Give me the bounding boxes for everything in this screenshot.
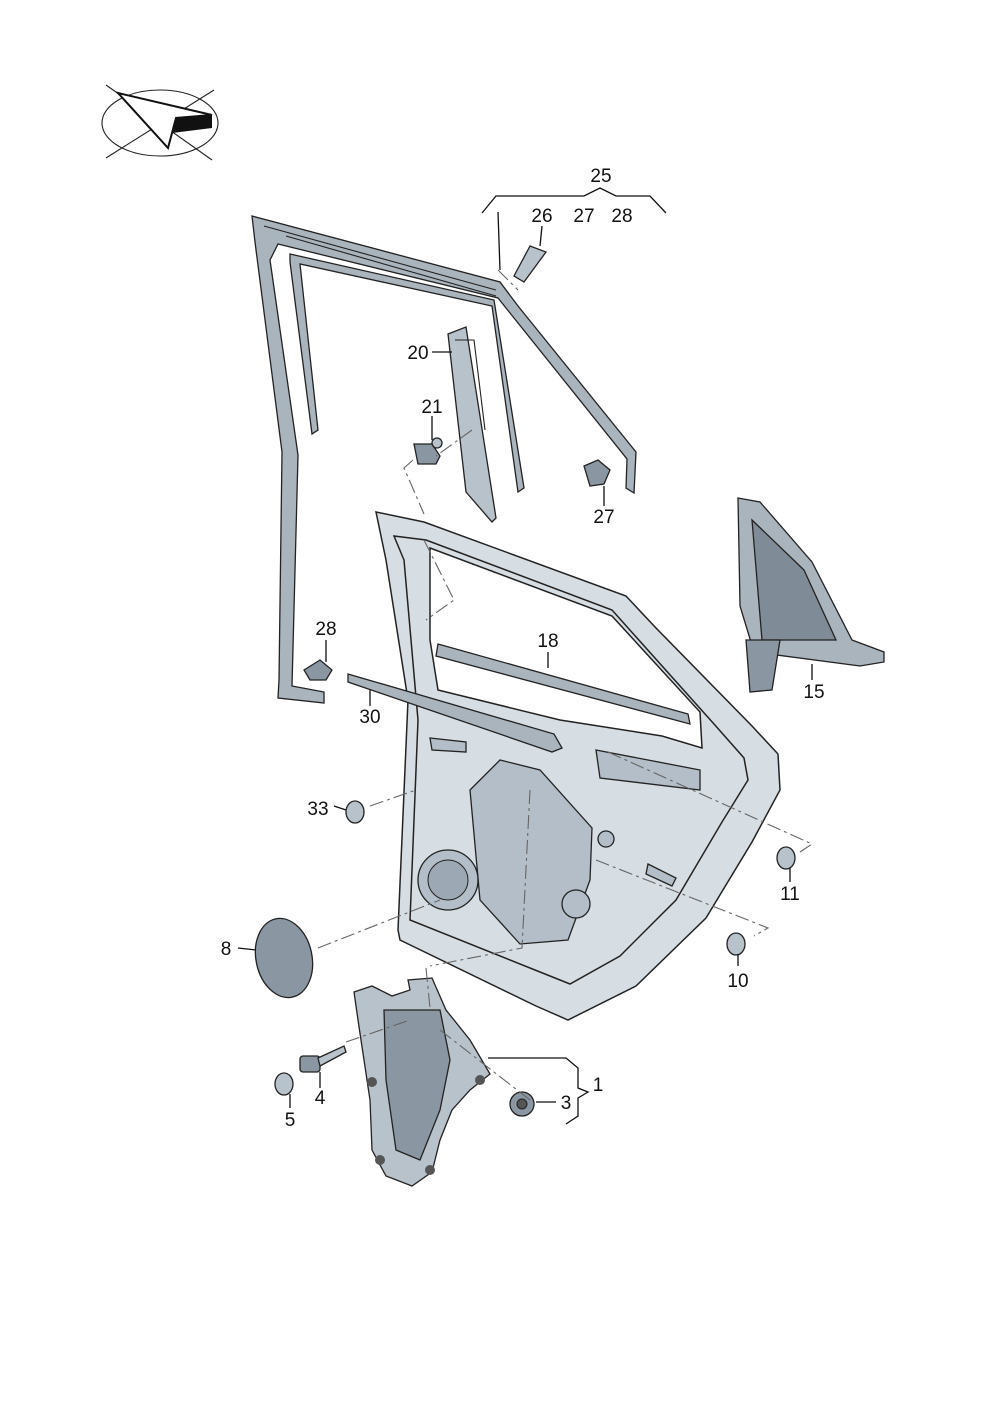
label-27-top: 27 [573,206,594,227]
label-28: 28 [315,619,336,640]
part-20-guide-rail [447,326,497,523]
part-33-plug [345,800,365,824]
label-20: 20 [407,343,428,364]
label-15: 15 [803,682,824,703]
label-33: 33 [307,799,328,820]
part-28-clip [303,659,333,681]
part-10-plug [726,932,746,956]
part-4-bolt [299,1045,347,1073]
part-18-window-strip [435,643,691,725]
label-30: 30 [359,707,380,728]
part-21-clip [413,437,443,465]
part-27-clip [583,459,611,487]
door-frame-seal [251,215,637,704]
leader-lines [237,211,813,1108]
door-shell [375,511,781,1021]
label-5: 5 [285,1110,296,1131]
part-5-plug [274,1072,294,1096]
label-3: 3 [561,1093,572,1114]
part-30-window-strip [347,673,563,753]
label-25: 25 [590,166,611,187]
assembly-lines [317,269,814,1101]
part-8-cover [254,917,314,999]
label-8: 8 [221,939,232,960]
label-21: 21 [421,397,442,418]
bracket-1 [488,1057,590,1125]
label-28-top: 28 [611,206,632,227]
part-26-clip [513,245,548,283]
label-11: 11 [780,884,800,905]
label-18: 18 [537,631,558,652]
window-channel-seal [289,253,525,494]
part-1-window-regulator [353,977,491,1187]
direction-arrow-icon [101,84,219,161]
label-1: 1 [593,1075,604,1096]
label-4: 4 [315,1088,326,1109]
label-10: 10 [727,971,748,992]
label-27: 27 [593,507,614,528]
part-11-plug [776,846,796,870]
part-3-nut [509,1091,535,1117]
label-26: 26 [531,206,552,227]
part-15-quarter-window [737,497,885,693]
callout-labels: 25 26 27 28 20 21 27 18 28 30 33 8 11 10… [221,166,825,1131]
bracket-25 [481,187,667,214]
